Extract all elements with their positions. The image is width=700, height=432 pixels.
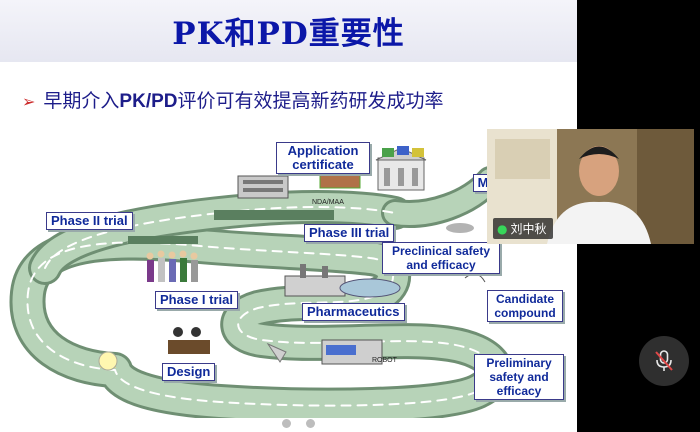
slide-title: PK和PD重要性 — [172, 16, 405, 52]
robot-label: ROBOT — [372, 357, 398, 364]
winding-road-illustration: NDA/MAA ROBOT — [9, 146, 514, 424]
bullet-text-bold: PK/PD — [119, 91, 178, 112]
microphone-icon: ● — [497, 222, 508, 236]
label-preliminary: Preliminary safety and efficacy — [474, 354, 564, 400]
label-application-certificate: Application certificate — [276, 142, 370, 174]
buildings-group — [98, 146, 486, 371]
video-tile[interactable]: ●刘中秋 — [487, 129, 694, 244]
drug-development-diagram: NDA/MAA ROBOT Application certificate M … — [0, 118, 577, 424]
slide: PK和PD重要性 ➢ 早期介入PK/PD评价可有效提高新药研发成功率 — [0, 0, 577, 432]
label-preclinical: Preclinical safety and efficacy — [382, 242, 500, 274]
title-bar: PK和PD重要性 — [0, 0, 577, 62]
slide-pagination — [282, 413, 330, 432]
muted-microphone-icon — [655, 350, 673, 371]
label-phase-ii-trial: Phase II trial — [46, 212, 133, 230]
mute-button[interactable] — [639, 336, 689, 386]
label-candidate-compound: Candidate compound — [487, 290, 563, 322]
participant-name: 刘中秋 — [510, 222, 547, 236]
bullet-text-2: 评价可有效提高新药研发成功率 — [177, 90, 444, 112]
nda-maa-label: NDA/MAA — [312, 199, 344, 206]
people-group — [146, 250, 198, 282]
pagination-dot[interactable] — [306, 419, 315, 428]
label-design: Design — [162, 363, 216, 381]
label-phase-i-trial: Phase I trial — [155, 291, 238, 309]
pagination-dot[interactable] — [282, 419, 291, 428]
bullet-point: ➢ 早期介入PK/PD评价可有效提高新药研发成功率 — [22, 86, 444, 113]
bullet-arrow-icon: ➢ — [22, 92, 36, 111]
label-phase-iii-trial: Phase III trial — [304, 224, 395, 242]
participant-name-tag: ●刘中秋 — [493, 218, 553, 239]
bullet-text-1: 早期介入 — [43, 90, 120, 112]
label-pharmaceutics: Pharmaceutics — [302, 303, 405, 321]
